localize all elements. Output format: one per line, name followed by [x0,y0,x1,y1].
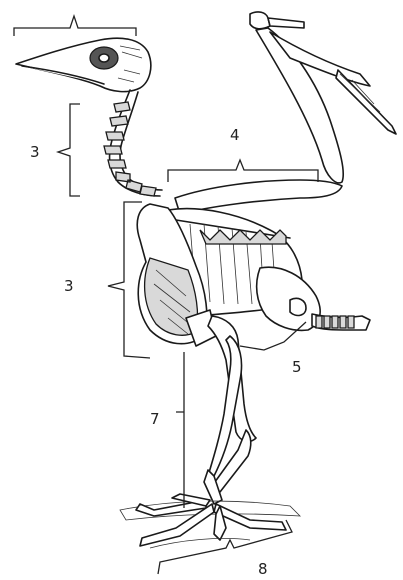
wing-bracket [168,160,318,182]
neck-bracket [58,104,80,196]
label-wing: 4 [230,126,240,144]
label-chest: 3 [64,277,74,295]
label-pelvis: 5 [292,358,302,376]
leg [204,316,256,504]
pelvis [257,267,370,330]
skull-bracket [14,16,136,36]
leg-line [176,352,184,508]
feet [120,494,300,548]
label-leg: 7 [150,410,160,428]
label-neck: 3 [30,143,40,161]
neck-vertebrae [104,90,162,196]
label-foot: 8 [258,560,268,578]
skull [16,38,151,91]
wing [175,12,396,214]
